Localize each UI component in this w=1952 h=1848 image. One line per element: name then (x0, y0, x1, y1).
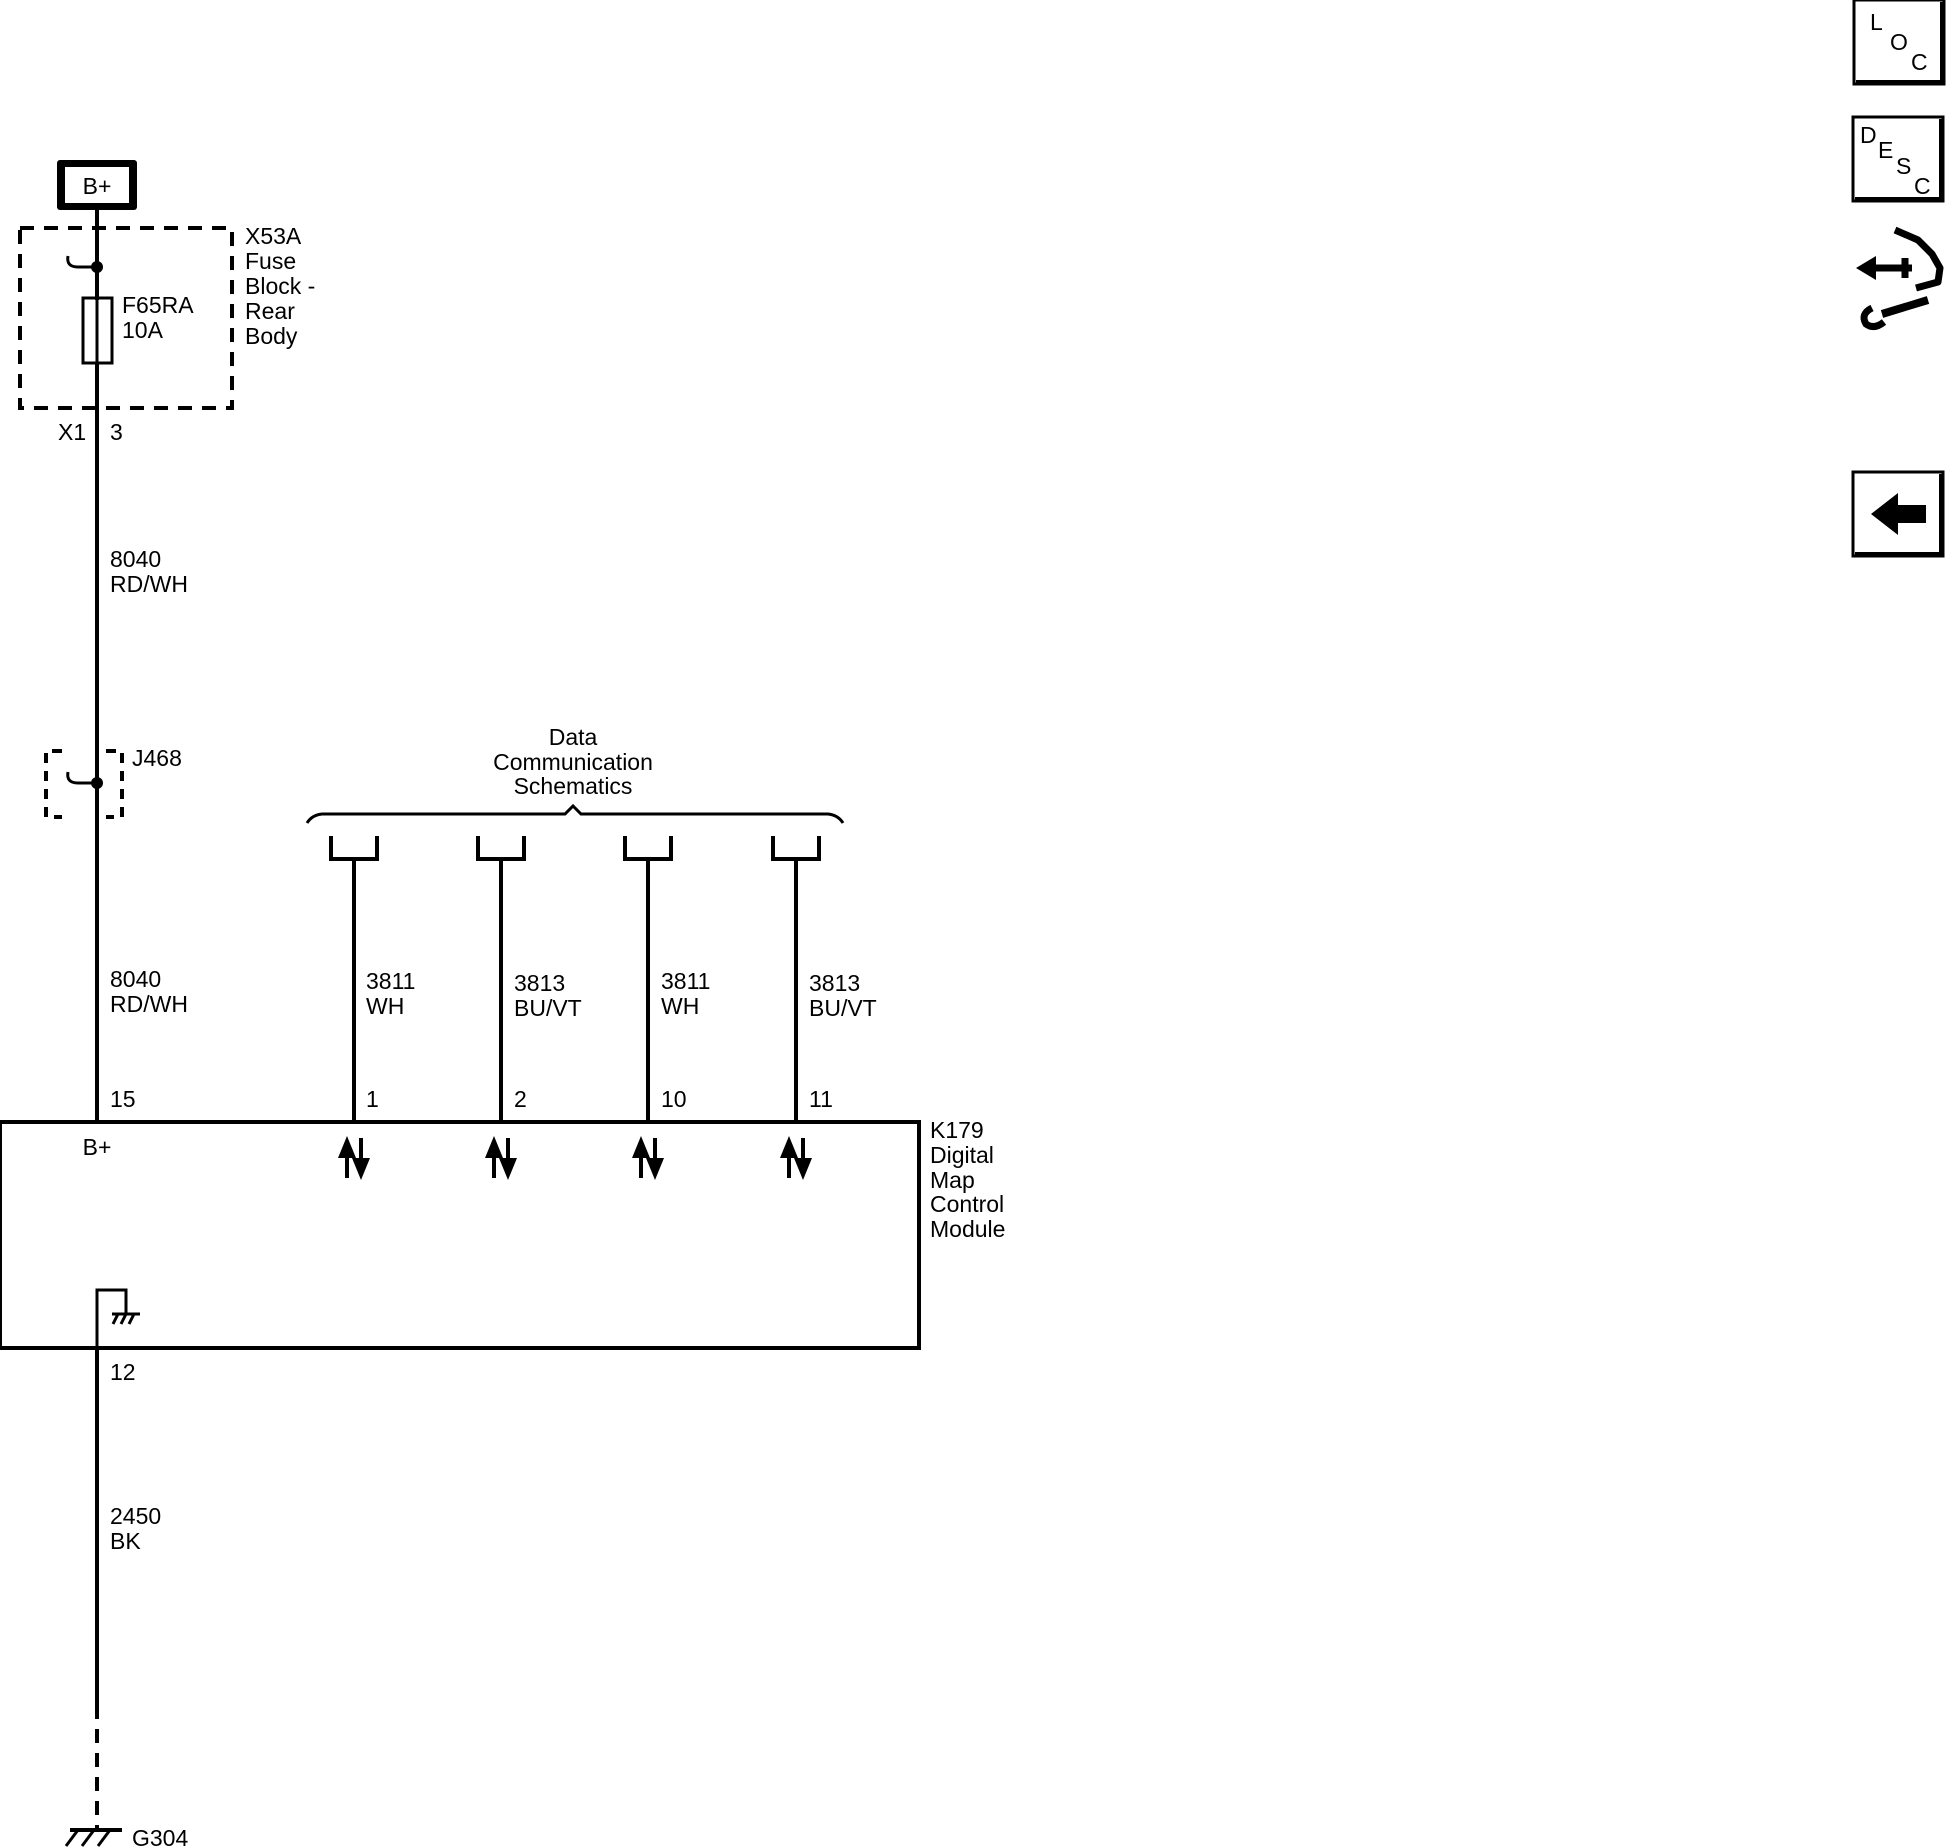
power-source-label: B+ (83, 173, 112, 199)
chassis-ground-icon (95, 1288, 140, 1348)
bus-label-line-2: Communication (493, 749, 653, 775)
data-wire-3-color: WH (661, 993, 699, 1019)
fuse-block-name-line-2: Fuse (245, 248, 296, 274)
wire-8040-upper: 8040 RD/WH (95, 408, 188, 750)
bus-label-line-3: Schematics (514, 773, 633, 799)
loc-letter-l: L (1870, 9, 1883, 35)
arrow-left-icon (1871, 493, 1926, 535)
fuse-block-name-line-4: Rear (245, 298, 295, 324)
fuse-block: F65RA 10A X53A Fuse Block - Rear Body X1… (18, 210, 315, 445)
bidirectional-arrow-icon (338, 1136, 370, 1180)
wire-upper-color: RD/WH (110, 571, 188, 597)
desc-letter-d: D (1860, 122, 1877, 148)
desc-letter-c: C (1914, 173, 1931, 199)
ground-label: G304 (132, 1825, 188, 1848)
power-source-b-plus: B+ (57, 160, 137, 210)
desc-letter-s: S (1896, 153, 1911, 179)
ground-wire-color: BK (110, 1528, 141, 1554)
data-wire-3-circuit: 3811 (661, 968, 710, 994)
data-wire-4-pin: 11 (809, 1086, 833, 1112)
module-ground-pin: 12 (110, 1359, 136, 1385)
desc-letter-e: E (1878, 137, 1893, 163)
loc-letter-o: O (1890, 29, 1908, 55)
module-name-line-4: Control (930, 1191, 1004, 1217)
ground-wire-circuit: 2450 (110, 1503, 161, 1529)
data-wire-1-color: WH (366, 993, 404, 1019)
fuse-label-line-1: F65RA (122, 292, 194, 318)
wire-lower-circuit: 8040 (110, 966, 161, 992)
data-wire-3: 3811 WH 10 (623, 836, 710, 1122)
splice-j468: J468 (44, 745, 182, 820)
back-button[interactable] (1851, 470, 1945, 558)
wire-upper-circuit: 8040 (110, 546, 161, 572)
data-wire-3-pin: 10 (661, 1086, 687, 1112)
module-power-pin: 15 (110, 1086, 136, 1112)
data-wire-4-circuit: 3813 (809, 970, 860, 996)
ground-g304: G304 (64, 1825, 188, 1848)
data-wire-1-pin: 1 (366, 1086, 379, 1112)
module-name-line-3: Map (930, 1167, 975, 1193)
bus-brace (305, 803, 845, 824)
data-wire-2-pin: 2 (514, 1086, 527, 1112)
data-communication-bus: Data Communication Schematics (305, 724, 845, 824)
wire-8040-lower: 8040 RD/WH 15 (95, 820, 188, 1122)
data-wire-2-color: BU/VT (514, 995, 582, 1021)
connector-repair-icon[interactable] (1856, 226, 1944, 331)
data-wire-4-color: BU/VT (809, 995, 877, 1021)
wire-lower-color: RD/WH (110, 991, 188, 1017)
fuse-block-connector: X1 (58, 419, 86, 445)
loc-button[interactable]: L O C (1852, 0, 1946, 86)
data-wire-4: 3813 BU/VT 11 (771, 836, 877, 1122)
module-name-line-5: Module (930, 1216, 1005, 1242)
bus-label-line-1: Data (549, 724, 598, 750)
fuse-block-name-line-3: Block - (245, 273, 315, 299)
data-wire-2-circuit: 3813 (514, 970, 565, 996)
data-wire-1-circuit: 3811 (366, 968, 415, 994)
module-name-line-2: Digital (930, 1142, 994, 1168)
data-wire-2: 3813 BU/VT 2 (476, 836, 582, 1122)
data-wire-1: 3811 WH 1 (329, 836, 415, 1122)
fuse-label-line-2: 10A (122, 317, 164, 343)
splice-label: J468 (132, 745, 182, 771)
loc-letter-c: C (1911, 49, 1928, 75)
fuse-block-pin: 3 (110, 419, 123, 445)
bidirectional-arrow-icon (485, 1136, 517, 1180)
module-name-line-1: K179 (930, 1117, 984, 1143)
bidirectional-arrow-icon (632, 1136, 664, 1180)
fuse-block-name-line-1: X53A (245, 223, 302, 249)
wire-2450-ground: 12 2450 BK (95, 1348, 161, 1830)
desc-button[interactable]: D E S C (1851, 115, 1945, 203)
module-k179: B+ (0, 1117, 1005, 1350)
bidirectional-arrow-icon (780, 1136, 812, 1180)
module-power-label: B+ (83, 1134, 112, 1160)
fuse-block-name-line-5: Body (245, 323, 298, 349)
